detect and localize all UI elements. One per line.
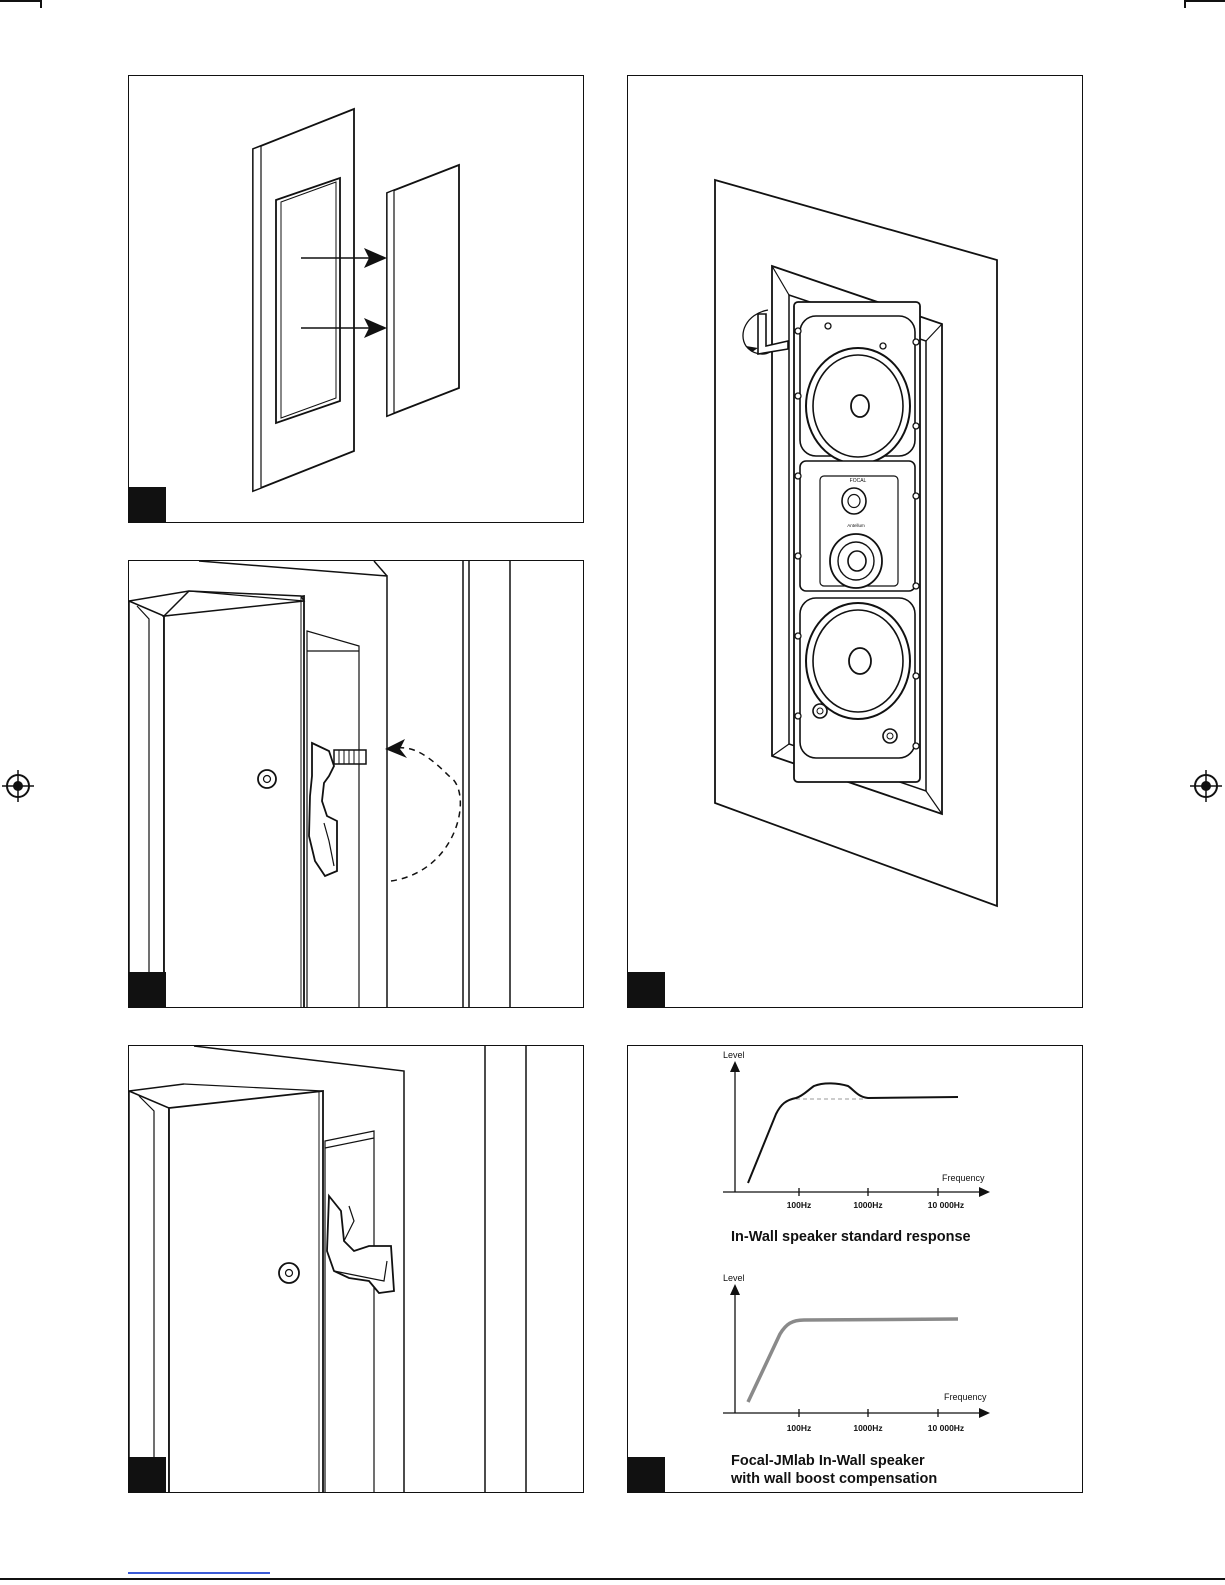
crop-mark-top-left-vertical <box>40 0 42 8</box>
graph2-caption-line2: with wall boost compensation <box>731 1470 937 1488</box>
step-marker-4 <box>628 972 665 1007</box>
registration-mark-right <box>1190 770 1222 802</box>
registration-mark-left <box>2 770 34 802</box>
crop-mark-top-left <box>0 0 40 2</box>
graph2-caption: Focal-JMlab In-Wall speaker with wall bo… <box>731 1452 937 1488</box>
graph1-tick-100hz: 100Hz <box>787 1200 812 1210</box>
crop-mark-top-right-vertical <box>1184 0 1186 8</box>
graph2-ylabel: Level <box>723 1273 745 1283</box>
graph2-xlabel: Frequency <box>944 1392 987 1402</box>
speaker-installed-illustration: FOCAL Antellum <box>628 76 1083 1008</box>
graph2-tick-1000hz: 1000Hz <box>853 1423 882 1433</box>
graph2-response-curve <box>748 1319 958 1402</box>
graph2-tick-100hz: 100Hz <box>787 1423 812 1433</box>
graph1-caption: In-Wall speaker standard response <box>731 1228 971 1246</box>
graph1-ylabel: Level <box>723 1050 745 1060</box>
graph-boost-compensation: Level Frequency 100Hz 1000Hz 10 000Hz <box>723 1273 990 1433</box>
step-marker-2 <box>129 972 166 1007</box>
graph1-response-curve <box>748 1083 958 1183</box>
graph2-caption-line1: Focal-JMlab In-Wall speaker <box>731 1452 937 1470</box>
clamp-rotate-illustration <box>129 561 584 1008</box>
screw-head <box>258 770 276 788</box>
crop-mark-top-right <box>1185 0 1225 2</box>
panel-grille-removal <box>128 75 584 523</box>
rotation-arrow <box>391 748 460 881</box>
step-marker-5 <box>628 1457 665 1492</box>
panel-clamp-tightened <box>128 1045 584 1493</box>
footer-rule <box>0 1578 1225 1580</box>
tweeter <box>842 488 866 514</box>
graph1-tick-1000hz: 1000Hz <box>853 1200 882 1210</box>
panel-clamp-rotate <box>128 560 584 1008</box>
panel-speaker-installed: FOCAL Antellum <box>627 75 1083 1008</box>
graph1-tick-10000hz: 10 000Hz <box>928 1200 964 1210</box>
screw-head <box>279 1263 299 1283</box>
graph-standard-response: Level Frequency 100Hz 1000Hz 10 000Hz <box>723 1050 990 1210</box>
frequency-response-graphs: Level Frequency 100Hz 1000Hz 10 000Hz Le… <box>628 1046 1083 1493</box>
graph1-xlabel: Frequency <box>942 1173 985 1183</box>
graph2-tick-10000hz: 10 000Hz <box>928 1423 964 1433</box>
step-marker-3 <box>129 1457 166 1492</box>
grille-frame-illustration <box>129 76 584 523</box>
panel-frequency-response: Level Frequency 100Hz 1000Hz 10 000Hz Le… <box>627 1045 1083 1493</box>
step-marker-1 <box>129 487 166 522</box>
footer-link-underline[interactable] <box>128 1572 270 1574</box>
speaker-logo: FOCAL <box>850 478 867 484</box>
clamp-tightened-illustration <box>129 1046 584 1493</box>
speaker-model: Antellum <box>847 523 865 528</box>
